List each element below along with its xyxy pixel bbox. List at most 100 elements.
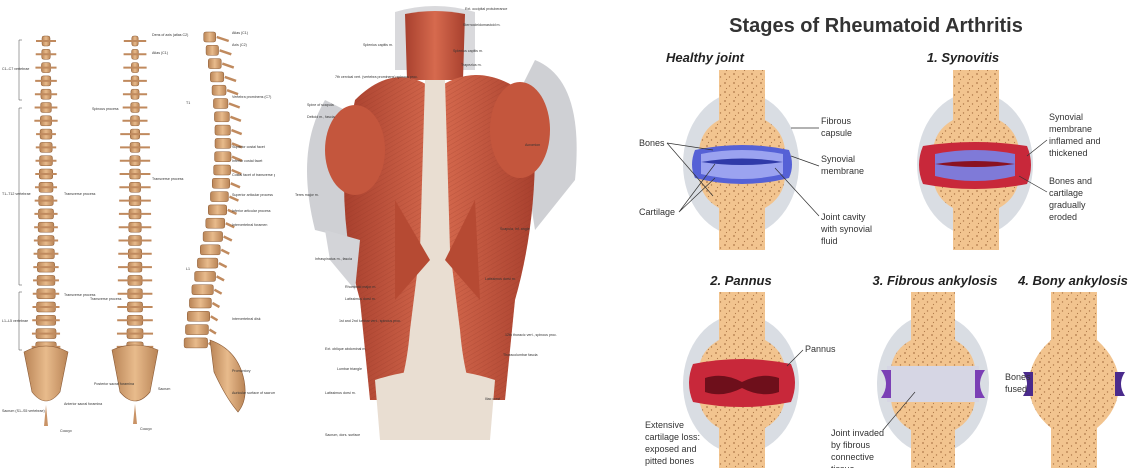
spinous-process (214, 290, 221, 294)
label-membrane-1: Synovial (821, 154, 855, 164)
muscle-label: Latissimus dorsi m. (325, 391, 356, 395)
lateral-vertebra (204, 32, 216, 42)
sacrum-area (375, 370, 495, 440)
muscle-label: Teres major m. (295, 193, 319, 197)
label-inflamed-4: thickened (1049, 148, 1088, 158)
fibrous-tissue (887, 366, 979, 402)
pannus-joint: 2. Pannus (683, 273, 799, 468)
lateral-sacrum (210, 340, 245, 412)
label-invaded-1: Joint invaded (831, 428, 884, 438)
lateral-label: Axis (C2) (232, 43, 247, 47)
anterior-view-spine (32, 36, 61, 352)
lateral-vertebra (189, 298, 211, 308)
lateral-vertebra (215, 125, 231, 135)
muscle-label: Splenius capitis m. (363, 43, 393, 47)
spinous-process (219, 263, 227, 267)
lateral-vertebra (208, 59, 221, 69)
label-cartilage: Cartilage (639, 207, 675, 217)
muscle-label: Trapezius m. (461, 63, 482, 67)
label-sacrum: Sacrum (S1–S5 vertebrae) (2, 409, 45, 413)
ra-stages-illustration: Stages of Rheumatoid Arthritis Healthy j… (615, 0, 1137, 468)
label-capsule-1: Fibrous (821, 116, 852, 126)
label-eroded-3: gradually (1049, 200, 1086, 210)
label-col2-4: Transverse process (90, 297, 122, 301)
stage-pannus-title: 2. Pannus (709, 273, 771, 288)
lateral-vertebra (214, 165, 231, 175)
spinous-process (217, 37, 229, 41)
label-fused-1: Bones (1005, 372, 1031, 382)
lateral-vertebra (206, 45, 219, 55)
splenius-muscles (405, 11, 465, 80)
fibrous-ankylosis-joint: 3. Fibrous ankylosis (873, 273, 998, 468)
right-deltoid (490, 82, 550, 178)
lateral-label: Superior costal facet (232, 145, 265, 149)
muscle-label: Acromion (525, 143, 540, 147)
bony-ankylosis-joint: 4. Bony ankylosis (1017, 273, 1128, 468)
spine-diagram-panel: C1–C7 vertebrae T1–T12 vertebrae L1–L5 v… (0, 0, 275, 468)
lateral-label: Atlas (C1) (232, 31, 248, 35)
muscle-label: Scapula, inf. angle (500, 227, 530, 231)
lateral-label: Intervertebral foramen (232, 223, 267, 227)
label-col1-0: Transverse process (64, 192, 96, 196)
lateral-vertebra (197, 258, 218, 268)
lateral-vertebra (208, 205, 227, 215)
muscle-label: 12th thoracic vert., spinous proc. (505, 333, 557, 337)
rheumatoid-arthritis-panel: Stages of Rheumatoid Arthritis Healthy j… (615, 0, 1137, 468)
lateral-label: Inferior costal facet (232, 159, 262, 163)
lateral-vertebra (214, 112, 229, 122)
lateral-label: T1 (186, 101, 190, 105)
spinous-process (222, 64, 234, 68)
stage-healthy-title: Healthy joint (666, 50, 745, 65)
label-fused-2: fused (1005, 384, 1027, 394)
label-col2-7: Coccyx (140, 427, 152, 431)
stage-bony-title: 4. Bony ankylosis (1017, 273, 1128, 288)
label-pannus: Pannus (805, 344, 836, 354)
lateral-label: Vertebra prominens (C7) (232, 95, 271, 99)
label-thoracic: T1–T12 vertebrae (2, 192, 31, 196)
lateral-label: Superior articular process (232, 193, 273, 197)
label-coccyx-left: Coccyx (60, 429, 72, 433)
label-eroded-1: Bones and (1049, 176, 1092, 186)
spinous-process (230, 117, 241, 121)
muscle-label: Ext. occipital protuberance (465, 7, 507, 11)
lateral-vertebra (215, 152, 232, 162)
lateral-vertebra (206, 218, 225, 228)
spinous-process (221, 250, 229, 254)
label-loss-2: cartilage loss: (645, 432, 700, 442)
lateral-label: Promontory (232, 369, 251, 373)
label-cavity-2: with synovial (820, 224, 872, 234)
muscle-label: Lumbar triangle (337, 367, 362, 371)
muscle-label: 7th cervical vert. (vertebra prominens) … (335, 75, 418, 79)
spinous-process (224, 237, 232, 241)
lateral-vertebra (192, 285, 214, 295)
lateral-vertebra (203, 232, 223, 242)
muscle-label: Sacrum, dors. surface (325, 433, 360, 437)
label-lumbar: L1–L5 vertebrae (2, 319, 28, 323)
synovitis-joint: 1. Synovitis (917, 50, 1033, 250)
back-muscles-illustration: Ext. occipital protuberanceSternocleidom… (285, 0, 595, 468)
posterior-coccyx (133, 404, 137, 424)
stage-synovitis-title: 1. Synovitis (927, 50, 999, 65)
lateral-view-spine (184, 32, 242, 348)
spinous-process (229, 104, 240, 108)
lateral-label: Intervertebral disk (232, 317, 261, 321)
ra-title: Stages of Rheumatoid Arthritis (729, 15, 1023, 37)
label-eroded-2: cartilage (1049, 188, 1083, 198)
spinous-process (231, 183, 240, 187)
lateral-vertebra (200, 245, 220, 255)
lateral-vertebra (185, 325, 208, 335)
lateral-vertebra (213, 99, 228, 109)
muscle-label: Splenius capitis m. (453, 49, 483, 53)
muscle-label: Iliac crest (485, 397, 500, 401)
label-capsule-2: capsule (821, 128, 852, 138)
label-eroded-4: eroded (1049, 212, 1077, 222)
muscle-label: Sternocleidomastoid m. (463, 23, 501, 27)
muscle-label: Deltoid m., fascia (307, 115, 335, 119)
spinous-process (229, 197, 238, 201)
muscle-label: Thoracolumbar fascia (503, 353, 538, 357)
label-cavity-3: fluid (821, 236, 838, 246)
label-invaded-3: connective (831, 452, 874, 462)
muscle-label: Ext. oblique abdominal m. (325, 347, 366, 351)
lateral-label: L1 (186, 267, 190, 271)
spinous-process (227, 90, 238, 94)
